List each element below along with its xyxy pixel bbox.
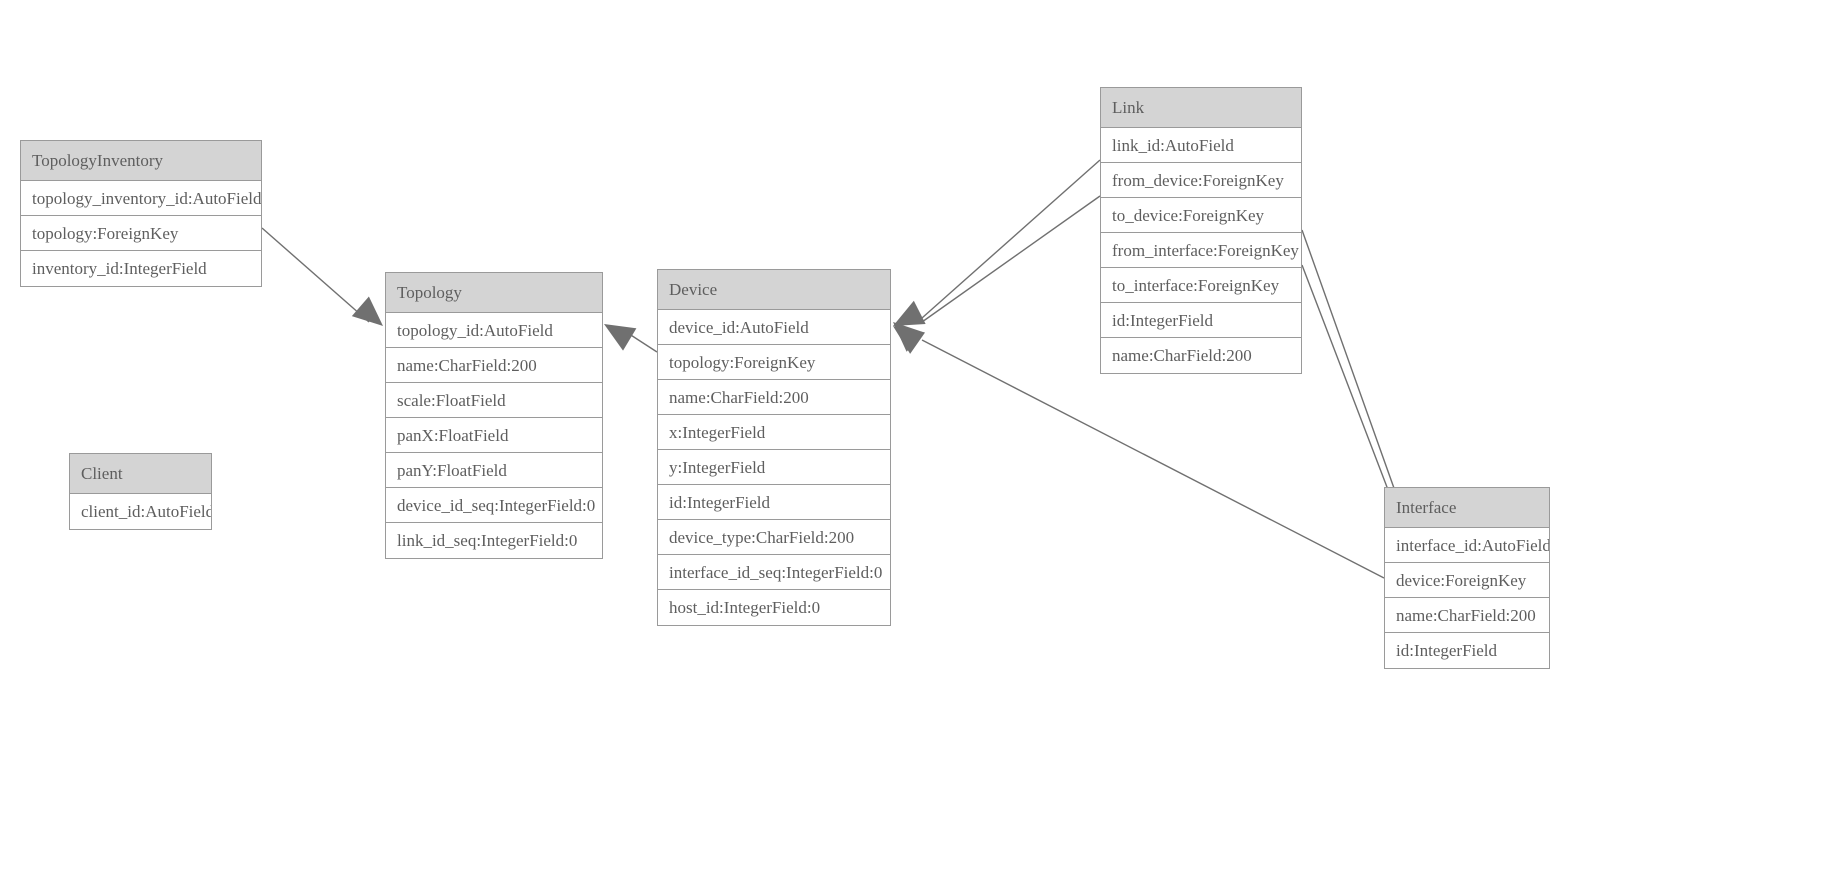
entity-field-row[interactable]: x:IntegerField — [658, 415, 890, 450]
entity-field-row[interactable]: interface_id:AutoField — [1385, 528, 1549, 563]
entity-field-row[interactable]: to_interface:ForeignKey — [1101, 268, 1301, 303]
relationship-line — [921, 159, 1101, 319]
relationship-arrowhead — [893, 300, 926, 326]
entity-field-row[interactable]: from_device:ForeignKey — [1101, 163, 1301, 198]
entity-title-device: Device — [658, 270, 890, 310]
entity-field-row[interactable]: id:IntegerField — [658, 485, 890, 520]
entity-field-row[interactable]: link_id:AutoField — [1101, 128, 1301, 163]
entity-field-row[interactable]: to_device:ForeignKey — [1101, 198, 1301, 233]
entity-field-row[interactable]: id:IntegerField — [1385, 633, 1549, 668]
relationship-line — [1301, 229, 1401, 506]
entity-field-row[interactable]: host_id:IntegerField:0 — [658, 590, 890, 625]
entity-field-row[interactable]: link_id_seq:IntegerField:0 — [386, 523, 602, 558]
relationship-line — [1301, 264, 1396, 509]
entity-title-topologyinventory: TopologyInventory — [21, 141, 261, 181]
entity-field-row[interactable]: interface_id_seq:IntegerField:0 — [658, 555, 890, 590]
entity-field-row[interactable]: panX:FloatField — [386, 418, 602, 453]
entity-title-link: Link — [1101, 88, 1301, 128]
entity-field-row[interactable]: name:CharField:200 — [658, 380, 890, 415]
relationship-arrowhead — [893, 326, 926, 354]
entity-field-row[interactable]: name:CharField:200 — [1385, 598, 1549, 633]
entity-field-row[interactable]: scale:FloatField — [386, 383, 602, 418]
entity-field-row[interactable]: name:CharField:200 — [386, 348, 602, 383]
entity-field-row[interactable]: y:IntegerField — [658, 450, 890, 485]
entity-field-row[interactable]: inventory_id:IntegerField — [21, 251, 261, 286]
relationship-line — [261, 227, 370, 323]
relationship-arrowhead — [604, 324, 637, 351]
entity-title-client: Client — [70, 454, 211, 494]
relationship-line — [921, 195, 1101, 323]
relationship-line — [619, 327, 658, 353]
entity-field-row[interactable]: id:IntegerField — [1101, 303, 1301, 338]
entity-field-row[interactable]: from_interface:ForeignKey — [1101, 233, 1301, 268]
entity-field-row[interactable]: device_id:AutoField — [658, 310, 890, 345]
entity-field-row[interactable]: name:CharField:200 — [1101, 338, 1301, 373]
entity-field-row[interactable]: topology_inventory_id:AutoField — [21, 181, 261, 216]
entity-field-row[interactable]: panY:FloatField — [386, 453, 602, 488]
entity-title-interface: Interface — [1385, 488, 1549, 528]
entity-field-row[interactable]: topology_id:AutoField — [386, 313, 602, 348]
entity-field-row[interactable]: device_id_seq:IntegerField:0 — [386, 488, 602, 523]
entity-field-row[interactable]: topology:ForeignKey — [21, 216, 261, 251]
entity-field-row[interactable]: topology:ForeignKey — [658, 345, 890, 380]
entity-field-row[interactable]: device_type:CharField:200 — [658, 520, 890, 555]
entity-title-topology: Topology — [386, 273, 602, 313]
entity-field-row[interactable]: device:ForeignKey — [1385, 563, 1549, 598]
entity-field-row[interactable]: client_id:AutoField — [70, 494, 211, 529]
relationship-line — [921, 339, 1385, 579]
